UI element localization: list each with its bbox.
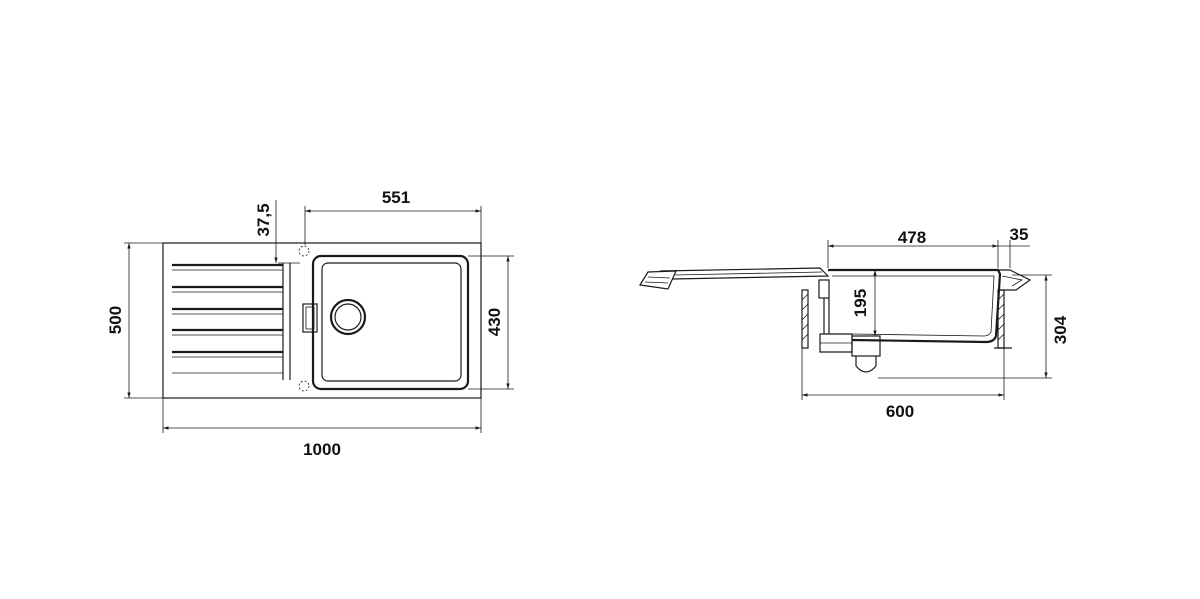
- drain-icon: [329, 298, 367, 336]
- dimension-478: 478: [827, 228, 999, 268]
- right-rim: [996, 269, 1032, 291]
- dimension-600: 600: [801, 348, 1005, 421]
- dimension-430-label: 430: [485, 308, 504, 336]
- sink-outline: [162, 242, 482, 399]
- overflow-slot: [302, 303, 318, 333]
- cabinet-wall-left: [801, 289, 809, 349]
- dimension-551-label: 551: [382, 188, 410, 207]
- bowl-inner: [321, 262, 462, 382]
- drainboard-surface: [659, 267, 830, 280]
- dimension-37-5: 37,5: [254, 200, 300, 264]
- bowl-outer: [311, 254, 470, 391]
- dimension-430: 430: [468, 255, 514, 390]
- waste-fitting-icon: [818, 279, 881, 373]
- dimension-1000: 1000: [162, 398, 482, 459]
- dimension-35: 35: [998, 225, 1030, 268]
- tap-hole-bottom-icon: [298, 380, 310, 392]
- tap-hole-top-icon: [298, 245, 310, 257]
- dimension-304: 304: [878, 274, 1070, 379]
- dimension-600-label: 600: [886, 402, 914, 421]
- dimension-195: 195: [851, 269, 880, 336]
- dimension-195-label: 195: [851, 289, 870, 317]
- dimension-1000-label: 1000: [303, 440, 341, 459]
- dimension-35-label: 35: [1010, 225, 1029, 244]
- dimension-37-5-label: 37,5: [254, 203, 273, 236]
- bowl-profile: [828, 268, 1002, 344]
- dimension-500: 500: [106, 242, 163, 399]
- dimension-478-label: 478: [898, 228, 926, 247]
- dimension-500-label: 500: [106, 306, 125, 334]
- dimension-551: 551: [304, 188, 482, 245]
- side-view: 478 35 195 304 600: [639, 225, 1070, 421]
- drainboard-lip: [639, 270, 677, 290]
- drainboard-ribs: [172, 263, 283, 374]
- top-view: 551 37,5 500 430 1000: [106, 188, 514, 459]
- cabinet-wall-right: [994, 289, 1012, 349]
- dimension-304-label: 304: [1051, 315, 1070, 344]
